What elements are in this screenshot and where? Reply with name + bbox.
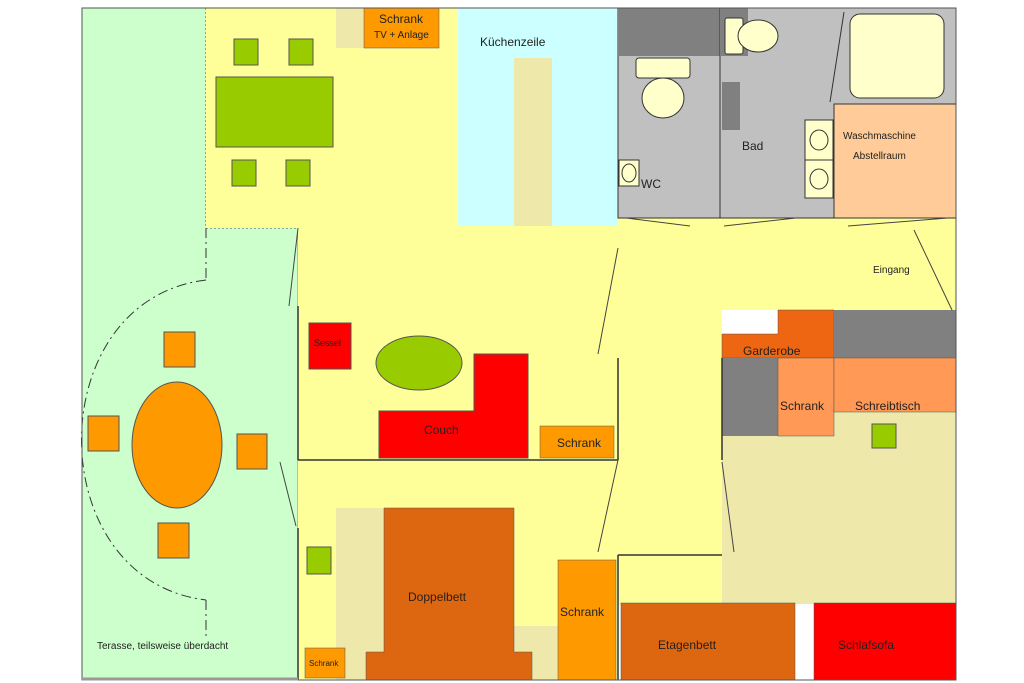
- terrace-chair: [87, 415, 120, 452]
- entrance-label: Eingang: [873, 265, 910, 276]
- terrace-chair: [163, 331, 196, 368]
- terrace-table: [131, 381, 223, 509]
- dining-chair: [288, 38, 314, 66]
- wardrobe-label: Garderobe: [743, 344, 801, 358]
- terrace-chair: [236, 433, 268, 470]
- entrance-door: [913, 229, 953, 311]
- desk-label: Schreibtisch: [855, 399, 920, 413]
- door-line: [723, 217, 797, 227]
- living-cabinet: [539, 425, 615, 459]
- armchair-label: Sessel: [314, 338, 341, 348]
- wc-sink-bowl: [621, 163, 637, 183]
- storage-label: Abstellraum: [853, 151, 906, 162]
- bath-sink: [804, 159, 834, 199]
- door-line: [721, 461, 735, 553]
- door-line: [597, 247, 619, 355]
- desk: [833, 357, 957, 413]
- bath-label: Bad: [742, 139, 763, 153]
- office-cabinet: [777, 357, 835, 437]
- small-cabinet: [304, 647, 346, 679]
- armchair: [308, 322, 352, 370]
- dining-table: [215, 76, 334, 148]
- dining-chair: [285, 159, 311, 187]
- living-cabinet-label: Schrank: [557, 436, 602, 450]
- office-cabinet-top: [834, 310, 956, 358]
- nightstand: [306, 546, 332, 575]
- dining-chair: [231, 159, 257, 187]
- couch: [378, 353, 529, 459]
- office-cabinet-dark: [722, 358, 778, 436]
- kitchen-counter: [514, 58, 552, 226]
- kids-room-floor: [618, 555, 738, 605]
- tv-cabinet-shadow: [336, 8, 364, 48]
- bedroom-cabinet-label: Schrank: [560, 605, 605, 619]
- bath-sink-bowl: [809, 129, 829, 151]
- tv-cabinet: [363, 7, 440, 49]
- office-cabinet-label: Schrank: [780, 399, 825, 413]
- bathtub: [849, 13, 945, 99]
- terrace-chair: [157, 522, 190, 559]
- door-line: [625, 217, 691, 227]
- bath-sink: [804, 119, 834, 161]
- toilet-tank: [635, 57, 691, 79]
- outer-wall: [81, 7, 957, 681]
- bunk-bed-label: Etagenbett: [658, 638, 717, 652]
- wc-label: WC: [641, 177, 661, 191]
- storage-room: [833, 103, 957, 219]
- tv-cabinet-label: Schrank: [379, 12, 424, 26]
- bath-sink-bowl: [809, 168, 829, 190]
- double-bed-label: Doppelbett: [408, 590, 467, 604]
- storage-label: Waschmaschine: [843, 131, 916, 142]
- kitchen-label: Küchenzeile: [480, 35, 546, 49]
- coffee-table: [375, 335, 463, 391]
- hallway: [618, 310, 722, 555]
- bath-toilet-bowl: [737, 19, 779, 53]
- wc-fixture-top: [618, 8, 720, 56]
- terrace-label: Terasse, teilsweise überdacht: [97, 641, 228, 652]
- bath-cabinet: [722, 82, 740, 130]
- bunk-bed: [620, 602, 796, 681]
- hallway: [618, 218, 956, 310]
- door-line: [847, 217, 949, 227]
- dining-chair: [233, 38, 259, 66]
- door-line: [597, 459, 619, 553]
- terrace-door: [288, 227, 299, 307]
- sofa-bed-label: Schlafsofa: [838, 638, 894, 652]
- toilet-bowl: [641, 77, 685, 119]
- couch-label: Couch: [424, 423, 459, 437]
- tv-cabinet-label: TV + Anlage: [374, 30, 429, 41]
- bedroom-cabinet: [557, 559, 617, 681]
- terrace-door: [279, 461, 297, 527]
- sofa-bed: [813, 602, 957, 681]
- small-cabinet-label: Schrank: [309, 659, 339, 668]
- desk-chair: [871, 423, 897, 449]
- bath-divider: [829, 11, 845, 103]
